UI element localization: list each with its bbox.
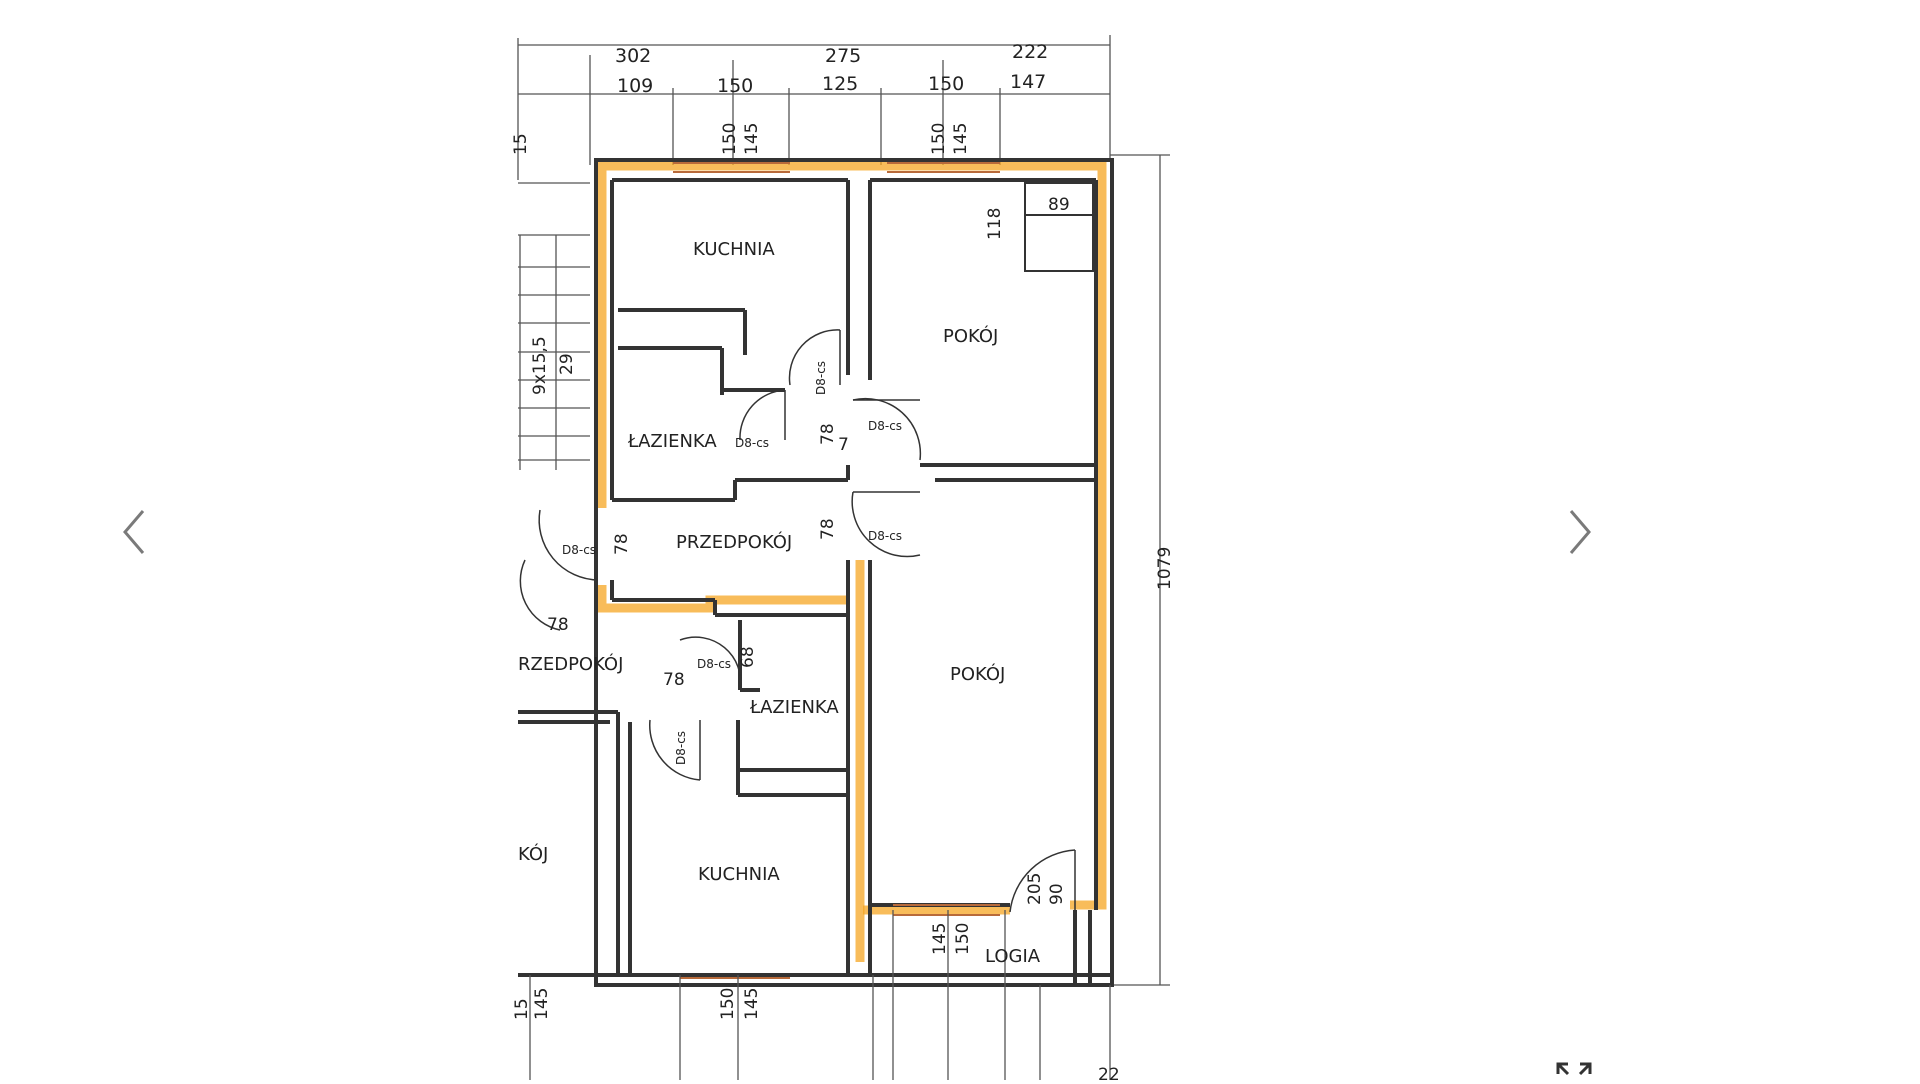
next-image-button[interactable] [1556,500,1604,564]
door-dim-1: 78 [818,423,838,445]
door-dim-6: 68 [738,646,758,668]
bottom-dim-5: 22 [1098,1065,1120,1080]
window-dim-2: 145 [742,123,762,155]
bottom-dim-2: 145 [532,988,552,1020]
dim-top-1: 302 [615,45,651,67]
room-przedpokoj-left: RZEDPOKÓJ [518,653,623,675]
door-tag-6: D8-cs [697,657,731,671]
door-tag-7: D8-cs [674,731,688,765]
previous-image-button[interactable] [110,500,158,564]
logia-window-dim-2: 150 [953,923,973,955]
bottom-dimension-lines [529,910,1111,1080]
highlight-outline [597,161,1107,962]
bottom-dim-4: 145 [742,988,762,1020]
room-pokoj-top: POKÓJ [943,325,998,347]
door-tag-5: D8-cs [814,361,828,395]
window-dim-3: 150 [929,123,949,155]
closet-width: 89 [1048,195,1070,215]
door-tag-1: D8-cs [735,436,769,450]
top-dimension-lines [517,35,1170,986]
window-dim-4: 145 [951,123,971,155]
walls [518,158,1114,987]
stairs [518,182,590,470]
room-pokoj-big: POKÓJ [950,663,1005,685]
logia-window-dim-1: 145 [930,923,950,955]
stair-dim: 29 [557,353,577,375]
balcony-door-dim-b: 90 [1047,883,1067,905]
stair-top-dim: 15 [511,133,531,155]
total-height-dim: 1079 [1155,547,1175,590]
room-przedpokoj-top: PRZEDPOKÓJ [676,531,792,553]
dim-top-3: 222 [1012,41,1048,63]
window-dim-1: 150 [720,123,740,155]
dim-sub-1: 109 [617,75,653,97]
dim-sub-5: 147 [1010,71,1046,93]
dim-sub-2: 150 [717,75,753,97]
room-pokoj-left-partial: KÓJ [518,843,548,865]
door-tag-4: D8-cs [562,543,596,557]
room-kuchnia-bottom: KUCHNIA [698,864,780,885]
balcony-door-dim-a: 205 [1025,873,1045,905]
room-lazienka-bottom: ŁAZIENKA [749,697,839,718]
dim-sub-3: 125 [822,73,858,95]
door-tag-3: D8-cs [868,529,902,543]
door-dim-4: 78 [547,615,569,635]
doors [519,329,1076,913]
door-tag-2: D8-cs [868,419,902,433]
chevron-left-icon [123,510,145,554]
expand-arrows-icon [1556,1062,1592,1076]
stair-label: 9x15,5 [530,336,550,395]
door-dim-5: 78 [663,670,685,690]
chevron-right-icon [1569,510,1591,554]
room-lazienka-top: ŁAZIENKA [627,431,717,452]
bottom-dim-3: 150 [718,988,738,1020]
bottom-dim-1: 15 [512,998,532,1020]
room-logia: LOGIA [985,946,1041,967]
door-dim-3: 78 [612,533,632,555]
door-dim-2: 78 [818,518,838,540]
dim-sub-4: 150 [928,73,964,95]
door-dim-7: 7 [838,435,849,455]
room-kuchnia-top: KUCHNIA [693,239,775,260]
windows [673,162,1000,979]
dim-top-2: 275 [825,45,861,67]
expand-button[interactable] [1552,1056,1596,1084]
closet-height: 118 [985,208,1005,240]
